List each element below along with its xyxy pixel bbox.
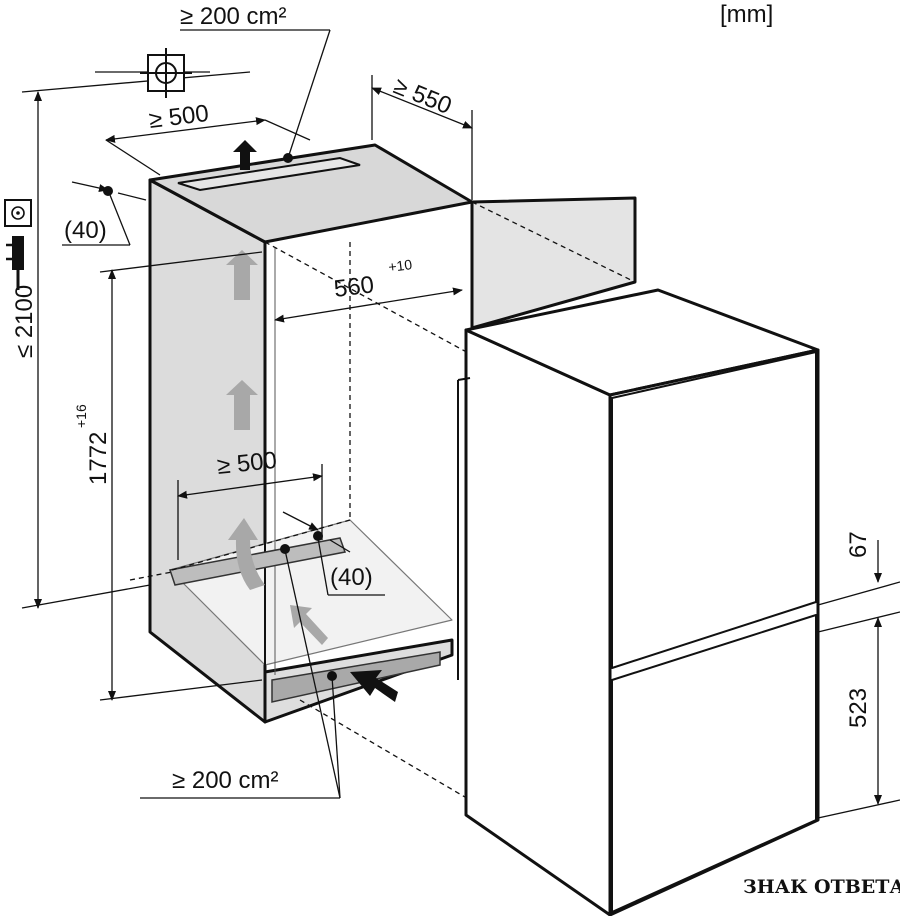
refrigerator (457, 288, 820, 916)
lower-door-height-label: 523 (845, 688, 872, 728)
airflow-arrow-icon (228, 518, 265, 590)
airflow-arrow-icon (226, 380, 258, 430)
power-socket-icon (4, 199, 32, 290)
upper-offset-label: 67 (845, 531, 872, 558)
ventilation-symbol-icon (140, 48, 192, 98)
niche-height-tolerance: +16 (73, 404, 89, 428)
max-height-label: ≤ 2100 (11, 285, 38, 358)
up-arrow-icon (233, 140, 257, 170)
top-vent-area-label: ≥ 200 cm² (180, 3, 287, 30)
inflow-arrow-icon (350, 670, 398, 702)
fridge-lower-door (611, 614, 817, 913)
fridge-side (464, 328, 612, 916)
bottom-vent-width-label: ≥ 500 (216, 447, 278, 480)
fridge-upper-door (611, 351, 817, 669)
niche-width-label: 560 (332, 271, 375, 303)
bottom-vent-area-label: ≥ 200 cm² (172, 767, 279, 794)
top-gap-label: (40) (64, 217, 107, 244)
watermark: ЗНАК ОТВЕТА (743, 876, 900, 898)
top-vent-slot (177, 156, 361, 192)
niche-height-label: 1772 (85, 432, 112, 485)
dimension-dots (103, 153, 337, 681)
top-vent-width-label: ≥ 500 (147, 100, 210, 134)
dimension-lines (21, 29, 900, 819)
airflow-arrow-icon (226, 250, 258, 300)
depth-min-label: ≥ 550 (390, 73, 456, 120)
niche-width-tolerance: +10 (387, 256, 413, 275)
unit-label: [mm] (720, 1, 773, 28)
bottom-gap-label: (40) (330, 564, 373, 591)
